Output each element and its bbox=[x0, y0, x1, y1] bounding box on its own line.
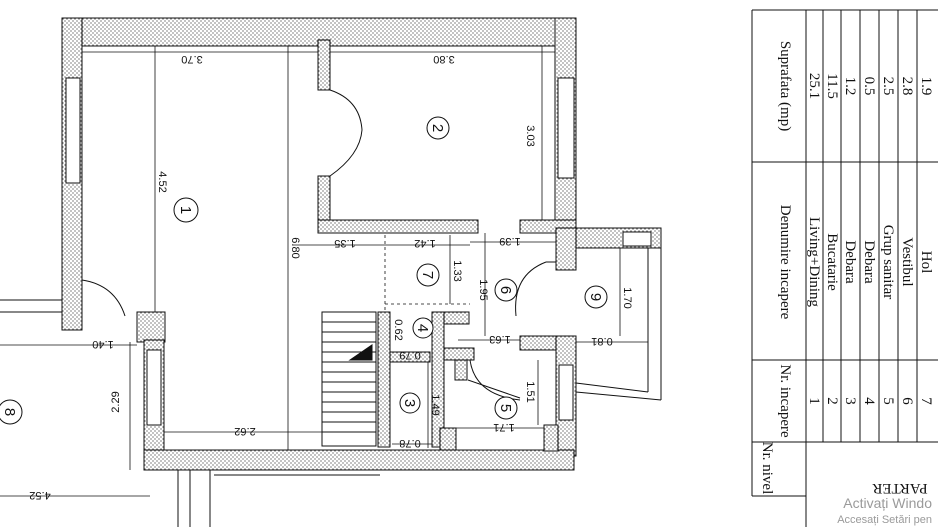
row-6-area: 2.8 bbox=[899, 77, 915, 96]
room-markers bbox=[0, 116, 608, 425]
room-marker-4 bbox=[412, 317, 434, 339]
windows bbox=[65, 77, 652, 426]
level-label: PARTER bbox=[872, 480, 927, 496]
dim-171: 1.71 bbox=[493, 421, 514, 433]
room-number-9: 9 bbox=[587, 293, 604, 301]
dim-135: 1.35 bbox=[334, 237, 355, 249]
dim-680: 6.80 bbox=[289, 237, 301, 258]
room-marker-8 bbox=[0, 399, 23, 425]
row-3-nr: 3 bbox=[842, 397, 858, 405]
row-2-area: 11.5 bbox=[824, 73, 840, 99]
row-4-area: 0.5 bbox=[861, 77, 877, 96]
row-4-name: Debara bbox=[861, 240, 877, 284]
room-number-3: 3 bbox=[401, 399, 418, 407]
dim-151: 1.51 bbox=[524, 381, 536, 402]
room-marker-9 bbox=[584, 285, 608, 309]
dim-079: 0.79 bbox=[399, 349, 420, 361]
dim-149: 1.49 bbox=[429, 394, 441, 415]
header-denumire: Denumire incapere bbox=[777, 205, 793, 320]
row-7-nr: 7 bbox=[918, 397, 934, 405]
room-marker-6 bbox=[494, 278, 518, 302]
stairs bbox=[321, 311, 377, 447]
room-number-2: 2 bbox=[429, 124, 446, 132]
dim-262: 2.62 bbox=[234, 425, 255, 437]
row-5-name: Grup sanitar bbox=[880, 225, 896, 300]
dim-133: 1.33 bbox=[451, 260, 463, 281]
room-marker-2 bbox=[426, 116, 450, 140]
row-4-nr: 4 bbox=[861, 397, 877, 405]
row-1-nr: 1 bbox=[806, 397, 822, 405]
activation-watermark-subtitle[interactable]: Accesați Setări pen bbox=[837, 514, 932, 526]
row-7-area: 1.9 bbox=[918, 77, 934, 96]
dim-452: 4.52 bbox=[156, 171, 168, 192]
dim-140: 1.40 bbox=[92, 338, 113, 350]
activation-watermark-title: Activați Windo bbox=[843, 495, 932, 511]
dimension-labels: 3.70 3.80 4.52 6.80 3.03 1.35 1.42 1.39 … bbox=[29, 53, 633, 501]
room-marker-7 bbox=[416, 263, 440, 287]
dim-139: 1.39 bbox=[499, 235, 520, 247]
hall-dashed-lines bbox=[384, 235, 470, 312]
dim-170: 1.70 bbox=[621, 287, 633, 308]
room-table bbox=[751, 9, 938, 527]
row-6-name: Vestibul bbox=[899, 237, 915, 286]
dim-081: 0.81 bbox=[591, 335, 612, 347]
room-numbers: 1 2 3 4 5 6 7 8 9 bbox=[1, 124, 604, 416]
dim-062: 0.62 bbox=[392, 319, 404, 340]
row-1-area: 25.1 bbox=[806, 73, 822, 99]
dim-452b: 4.52 bbox=[29, 489, 50, 501]
row-5-area: 2.5 bbox=[880, 77, 896, 96]
row-2-nr: 2 bbox=[824, 397, 840, 405]
row-2-name: Bucatarie bbox=[824, 233, 840, 291]
table-rows: 25.1 Living+Dining 1 11.5 Bucatarie 2 1.… bbox=[806, 73, 934, 405]
header-nivel: Nr. nivel bbox=[759, 442, 775, 495]
room-marker-5 bbox=[494, 396, 518, 420]
dim-229: 2.29 bbox=[110, 391, 122, 412]
dim-370: 3.70 bbox=[181, 53, 202, 65]
row-3-area: 1.2 bbox=[842, 77, 858, 96]
dim-163: 1.63 bbox=[489, 333, 510, 345]
table-headers: Suprafata (mp) Denumire incapere Nr. inc… bbox=[759, 41, 928, 496]
header-suprafata: Suprafata (mp) bbox=[777, 41, 793, 131]
row-1-name: Living+Dining bbox=[806, 217, 822, 308]
dim-195: 1.95 bbox=[477, 279, 489, 300]
row-6-nr: 6 bbox=[899, 397, 915, 405]
room-number-7: 7 bbox=[419, 271, 436, 279]
exterior-lines bbox=[0, 248, 662, 527]
room-number-1: 1 bbox=[177, 206, 194, 214]
row-3-name: Debara bbox=[842, 240, 858, 284]
room-marker-1 bbox=[173, 197, 199, 223]
dim-380: 3.80 bbox=[433, 53, 454, 65]
header-incapere: Nr. incapere bbox=[777, 364, 793, 438]
room-marker-3 bbox=[399, 392, 421, 414]
room-number-8: 8 bbox=[1, 408, 18, 416]
dim-303: 3.03 bbox=[524, 125, 536, 146]
row-7-name: Hol bbox=[918, 251, 934, 274]
dim-142: 1.42 bbox=[414, 237, 435, 249]
room-number-6: 6 bbox=[497, 286, 514, 294]
room-number-4: 4 bbox=[414, 324, 431, 332]
row-5-nr: 5 bbox=[880, 397, 896, 405]
dimension-lines bbox=[0, 46, 648, 497]
room-number-5: 5 bbox=[497, 404, 514, 412]
dim-078: 0.78 bbox=[399, 437, 420, 449]
